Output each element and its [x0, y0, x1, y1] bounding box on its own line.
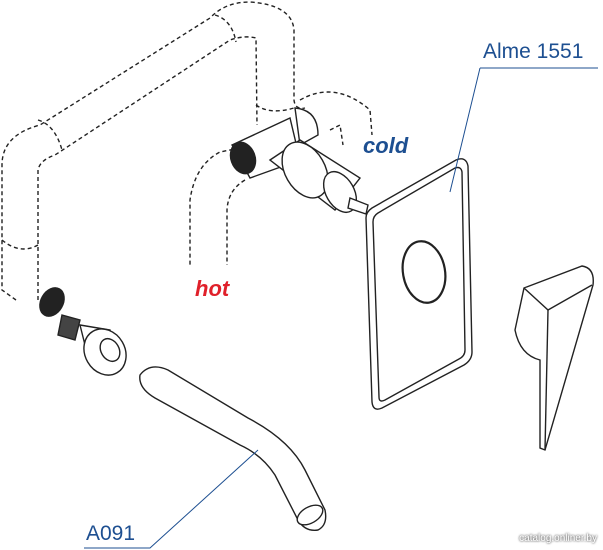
pipe-inner — [37, 36, 258, 300]
cover-plate — [365, 158, 473, 410]
spout-model-label: A091 — [86, 522, 136, 545]
spout-fittings — [39, 287, 127, 376]
hot-pipe-outer — [189, 147, 241, 265]
watermark: catalog.onliner.by — [519, 533, 597, 544]
spout-leader — [84, 449, 259, 549]
lever-handle — [514, 265, 594, 451]
hidden-pipes — [1, 1, 373, 301]
panel-model-label: Alme 1551 — [483, 40, 584, 63]
plate-hole — [401, 240, 447, 304]
spout — [139, 366, 327, 531]
pipe-joint-4 — [255, 104, 295, 112]
pipe-joint-3 — [214, 14, 237, 43]
valve-thread — [322, 171, 358, 213]
cold-pipe — [299, 91, 373, 136]
hot-inlet-cap — [229, 141, 257, 175]
mixer-valve — [229, 107, 369, 215]
valve-cold-inlet — [294, 107, 319, 147]
pipe-joint-2 — [37, 119, 63, 151]
hot-pipe-inner — [226, 179, 246, 265]
pipe-outer — [1, 1, 306, 301]
hot-label: hot — [195, 276, 230, 301]
valve-ring — [281, 141, 329, 199]
leader-lines — [84, 67, 598, 549]
cold-pipe-inner — [329, 123, 344, 146]
cold-label: cold — [363, 133, 409, 158]
pipe-joint-1 — [1, 239, 39, 250]
panel-leader — [449, 67, 598, 193]
